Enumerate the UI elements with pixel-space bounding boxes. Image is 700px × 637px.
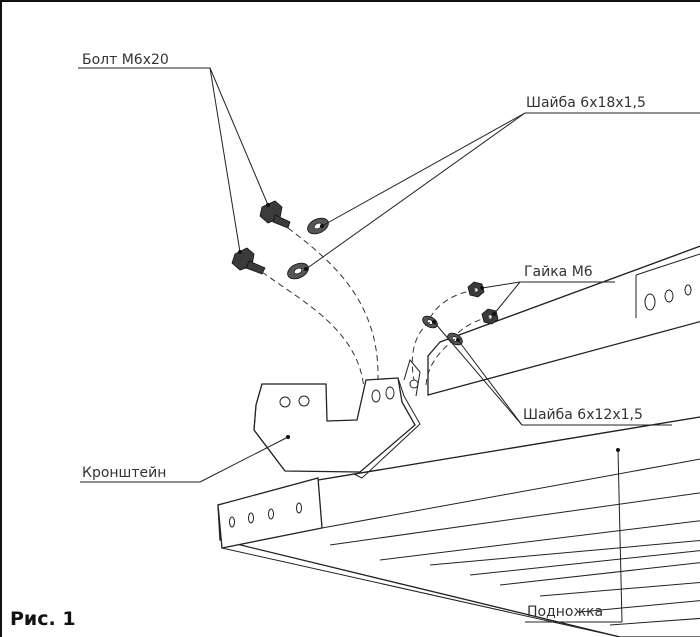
bolt-lower — [231, 247, 266, 275]
bracket-hole — [371, 389, 381, 403]
footrest-front-lip — [217, 477, 323, 549]
bracket-hole — [298, 395, 310, 407]
bolt-label: Болт М6x20 — [82, 52, 169, 68]
washer-large-label: Шайба 6x18x1,5 — [526, 95, 646, 111]
bracket-hole — [279, 396, 291, 408]
bracket-body — [253, 377, 416, 473]
bracket-part — [253, 358, 421, 479]
bracket-hole — [385, 386, 395, 400]
nut-upper — [467, 281, 485, 298]
bracket-label: Кронштейн — [82, 465, 166, 481]
rail-hole — [684, 284, 692, 296]
footrest-part — [217, 245, 700, 637]
figure-caption: Рис. 1 — [10, 608, 76, 630]
washer-small-label: Шайба 6x12x1,5 — [523, 407, 643, 423]
footrest-label: Подножка — [527, 604, 603, 620]
leader-lines — [78, 67, 700, 623]
rail-hole — [644, 293, 656, 311]
washer-large-lower — [287, 262, 309, 280]
nut-label: Гайка М6 — [524, 264, 593, 280]
rail-hole — [664, 289, 674, 303]
washer-large-upper — [307, 217, 329, 235]
bolt-upper — [259, 200, 291, 229]
